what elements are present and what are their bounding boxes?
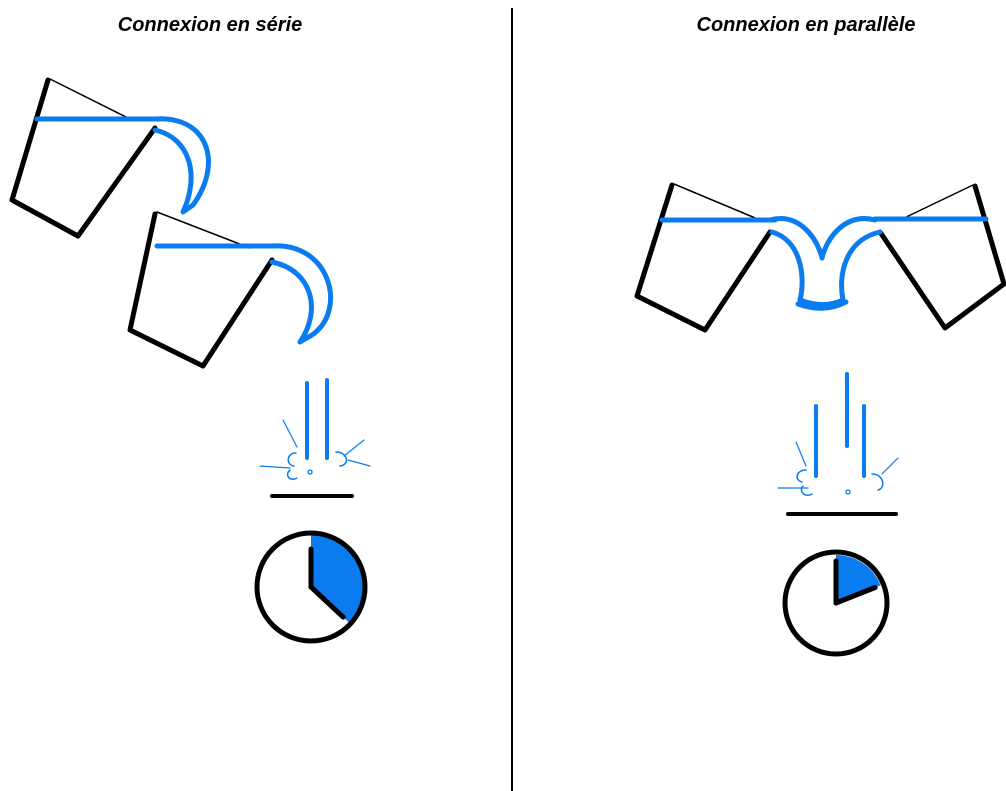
panel-divider [511,8,513,791]
series-bottom-bucket [127,211,334,369]
parallel-timer [782,549,890,657]
parallel-timer-hand [833,585,878,606]
series-timer-hand [308,584,346,620]
series-top-bucket [9,77,211,239]
parallel-right-bucket [872,183,1006,331]
series-splash [259,419,371,480]
parallel-merged-spout [767,216,883,311]
parallel-left-bucket [634,182,778,333]
parallel-connection-title: Connexion en parallèle [696,14,916,36]
parallel-splash [777,441,899,497]
series-timer-fill [311,535,363,623]
parallel-water-stream [814,372,866,478]
series-connection-title: Connexion en série [117,14,303,36]
parallel-timer-fill [836,555,881,603]
series-timer [254,530,368,644]
series-water-stream [305,378,329,460]
